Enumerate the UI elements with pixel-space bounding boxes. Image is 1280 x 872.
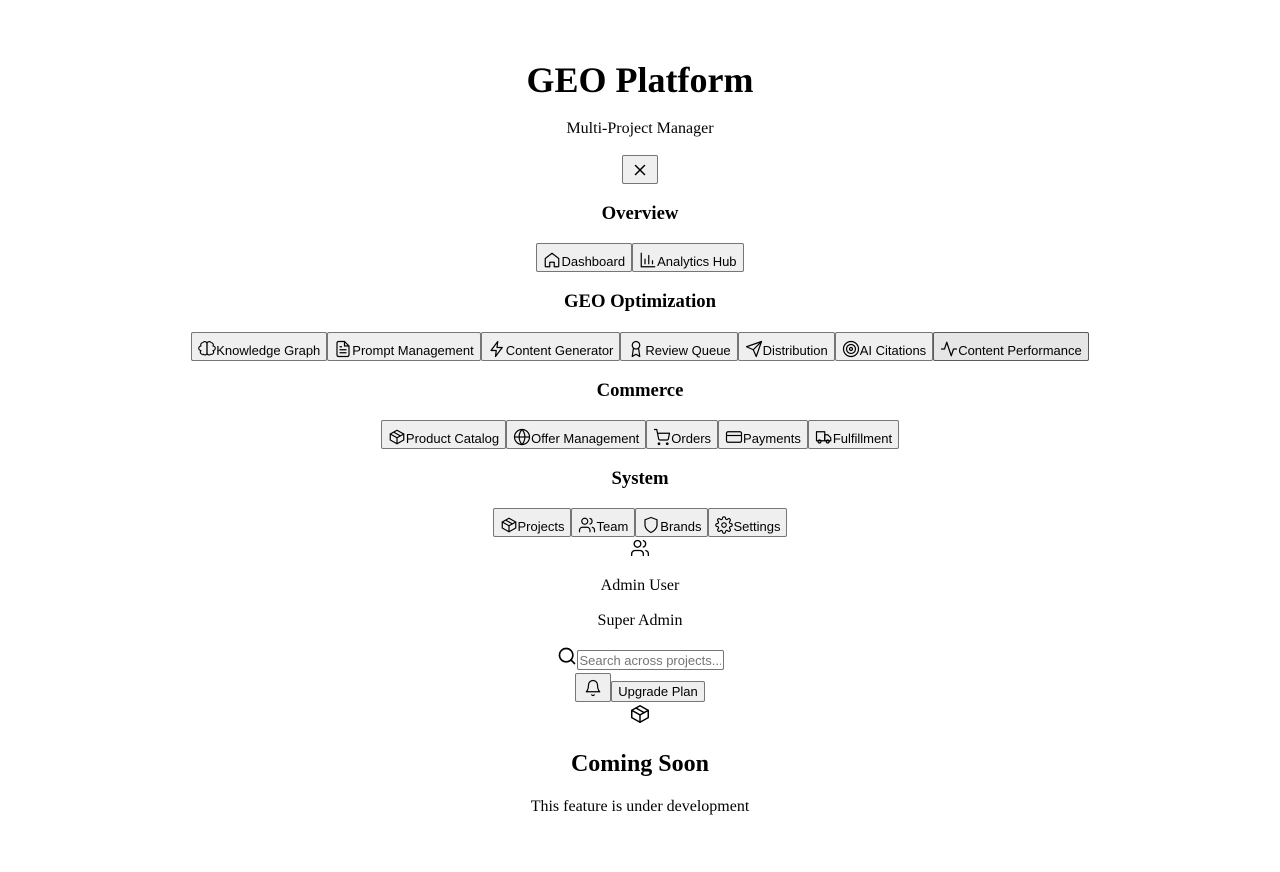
nav-ai-citations[interactable]: AI Citations (834, 332, 934, 361)
bell-icon (585, 679, 601, 696)
nav-brands[interactable]: Brands (635, 508, 709, 537)
nav-dashboard[interactable]: Dashboard (536, 243, 633, 272)
home-icon (545, 252, 560, 268)
nav-prompt-management[interactable]: Prompt Management (327, 332, 481, 361)
users-icon (579, 517, 596, 533)
nav-group-geo-optimization: Knowledge Graph Prompt Management Conten… (0, 332, 1280, 361)
brain-icon (198, 341, 217, 356)
search-bar (0, 646, 1280, 670)
activity-icon (941, 341, 958, 357)
section-heading-geo-optimization: GEO Optimization (563, 291, 717, 312)
nav-distribution[interactable]: Distribution (737, 332, 835, 361)
gear-icon (715, 516, 734, 534)
globe-icon (514, 428, 531, 446)
zap-icon (490, 340, 503, 358)
nav-label: Offer Management (531, 431, 640, 446)
nav-content-generator[interactable]: Content Generator (480, 332, 621, 361)
x-icon (634, 164, 646, 175)
nav-label: Knowledge Graph (216, 343, 321, 358)
nav-label: Brands (660, 519, 702, 534)
shield-icon (644, 516, 658, 534)
file-text-icon (336, 340, 350, 358)
nav-label: Dashboard (561, 254, 626, 269)
close-sidebar-button[interactable] (622, 155, 658, 184)
user-name: Admin User (600, 577, 680, 594)
users-icon (631, 539, 650, 557)
nav-label: Review Queue (645, 343, 731, 358)
nav-label: Projects (517, 519, 565, 534)
nav-team[interactable]: Team (571, 508, 636, 537)
nav-payments[interactable]: Payments (718, 420, 808, 449)
search-icon (558, 647, 575, 665)
nav-label: Content Generator (505, 343, 614, 358)
nav-knowledge-graph[interactable]: Knowledge Graph (191, 332, 328, 361)
coming-soon-heading: Coming Soon (570, 751, 710, 777)
shopping-cart-icon (654, 428, 671, 446)
package-icon (631, 705, 649, 723)
app-title: GEO Platform (526, 60, 754, 100)
nav-label: AI Citations (859, 343, 927, 358)
upgrade-plan-button[interactable]: Upgrade Plan (611, 681, 705, 702)
nav-settings[interactable]: Settings (708, 508, 788, 537)
nav-label: Fulfillment (832, 431, 893, 446)
target-icon (842, 340, 859, 358)
nav-content-performance[interactable]: Content Performance (933, 332, 1089, 361)
nav-analytics-hub[interactable]: Analytics Hub (632, 243, 744, 272)
section-heading-overview: Overview (601, 203, 679, 224)
nav-label: Settings (733, 519, 781, 534)
nav-group-system: Projects Team Brands Settings (0, 508, 1280, 537)
coming-soon-message: This feature is under development (530, 798, 750, 815)
nav-group-overview: Dashboard Analytics Hub (0, 243, 1280, 272)
package-icon (501, 517, 516, 533)
nav-projects[interactable]: Projects (492, 508, 572, 537)
nav-review-queue[interactable]: Review Queue (620, 332, 738, 361)
nav-label: Distribution (762, 343, 828, 358)
nav-label: Team (596, 519, 629, 534)
truck-icon (815, 431, 832, 444)
credit-card-icon (725, 431, 743, 443)
user-role: Super Admin (597, 612, 683, 629)
nav-offer-management[interactable]: Offer Management (506, 420, 647, 449)
nav-label: Analytics Hub (657, 254, 737, 269)
search-input[interactable] (576, 650, 724, 670)
send-icon (745, 340, 762, 358)
topbar-actions: Upgrade Plan (0, 673, 1280, 702)
nav-label: Orders (671, 431, 712, 446)
nav-label: Prompt Management (352, 343, 474, 358)
section-heading-system: System (611, 468, 669, 489)
nav-fulfillment[interactable]: Fulfillment (807, 420, 900, 449)
nav-label: Product Catalog (405, 431, 500, 446)
nav-label: Content Performance (958, 343, 1082, 358)
notifications-button[interactable] (575, 673, 612, 702)
nav-product-catalog[interactable]: Product Catalog (380, 420, 507, 449)
nav-label: Payments (743, 431, 801, 446)
app-subtitle: Multi-Project Manager (566, 120, 714, 137)
section-heading-commerce: Commerce (596, 380, 684, 401)
nav-group-commerce: Product Catalog Offer Management Orders … (0, 420, 1280, 449)
nav-orders[interactable]: Orders (646, 420, 719, 449)
bar-chart-icon (640, 252, 656, 268)
award-icon (632, 340, 641, 358)
package-icon (389, 429, 405, 445)
